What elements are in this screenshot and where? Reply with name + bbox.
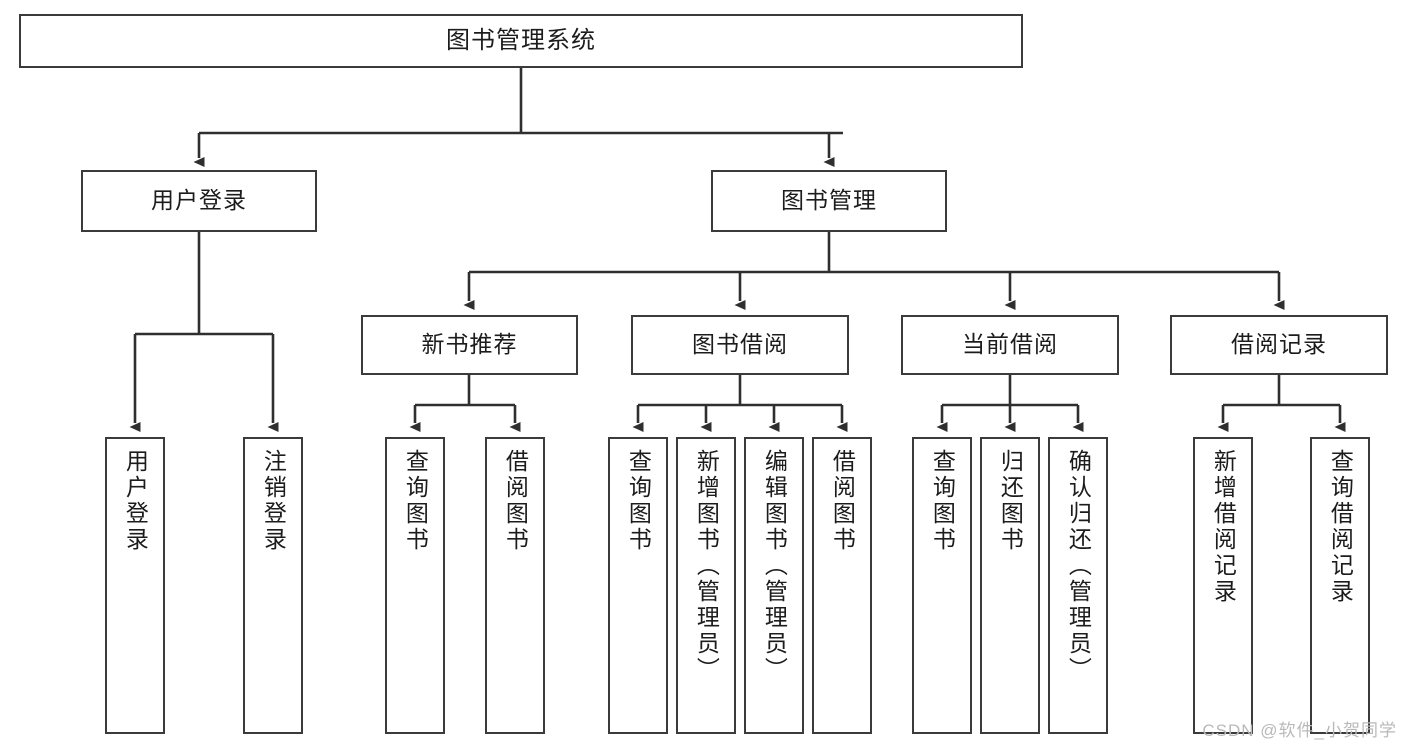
node-label: 图书管理系统 (446, 26, 596, 54)
node-label: 查询图书 (929, 449, 956, 553)
node-label: 图书管理 (781, 187, 877, 214)
node-root-book-management-system[interactable]: 图书管理系统 (19, 14, 1023, 68)
leaf-borrow-record-add-record[interactable]: 新增借阅记录 (1193, 437, 1253, 734)
node-label: 图书借阅 (692, 331, 788, 358)
node-label: 用户登录 (122, 449, 149, 553)
node-user-login[interactable]: 用户登录 (81, 170, 317, 232)
leaf-book-borrow-edit-book-admin[interactable]: 编辑图书（管理员） (744, 437, 804, 734)
node-label: 新增图书（管理员） (693, 449, 720, 683)
leaf-book-borrow-borrow-book[interactable]: 借阅图书 (812, 437, 872, 734)
leaf-book-borrow-query-book[interactable]: 查询图书 (608, 437, 668, 734)
node-label: 查询图书 (625, 449, 652, 553)
node-label: 借阅图书 (502, 449, 529, 553)
node-label: 用户登录 (151, 187, 247, 214)
node-book-borrow[interactable]: 图书借阅 (631, 315, 849, 375)
node-borrow-record[interactable]: 借阅记录 (1170, 315, 1388, 375)
leaf-current-borrow-query-book[interactable]: 查询图书 (912, 437, 972, 734)
node-label: 当前借阅 (962, 331, 1058, 358)
leaf-user-login-logout[interactable]: 注销登录 (243, 437, 303, 734)
leaf-current-borrow-confirm-return-admin[interactable]: 确认归还（管理员） (1048, 437, 1108, 734)
node-label: 归还图书 (997, 449, 1024, 553)
node-label: 借阅记录 (1231, 331, 1327, 358)
node-label: 确认归还（管理员） (1065, 449, 1092, 683)
leaf-new-book-borrow-book[interactable]: 借阅图书 (485, 437, 545, 734)
node-book-management[interactable]: 图书管理 (711, 170, 947, 232)
node-label: 新增借阅记录 (1210, 449, 1237, 605)
leaf-borrow-record-query-record[interactable]: 查询借阅记录 (1310, 437, 1370, 734)
leaf-book-borrow-add-book-admin[interactable]: 新增图书（管理员） (676, 437, 736, 734)
node-label: 查询图书 (402, 449, 429, 553)
leaf-new-book-query-book[interactable]: 查询图书 (385, 437, 445, 734)
node-label: 编辑图书（管理员） (761, 449, 788, 683)
node-label: 借阅图书 (829, 449, 856, 553)
csdn-watermark: CSDN @软件_小贺同学 (1202, 721, 1397, 740)
node-current-borrow[interactable]: 当前借阅 (901, 315, 1119, 375)
node-label: 注销登录 (260, 449, 287, 553)
leaf-user-login-login[interactable]: 用户登录 (105, 437, 165, 734)
node-label: 查询借阅记录 (1327, 449, 1354, 605)
node-label: 新书推荐 (421, 331, 518, 358)
leaf-current-borrow-return-book[interactable]: 归还图书 (980, 437, 1040, 734)
node-new-book-recommend[interactable]: 新书推荐 (361, 315, 578, 375)
